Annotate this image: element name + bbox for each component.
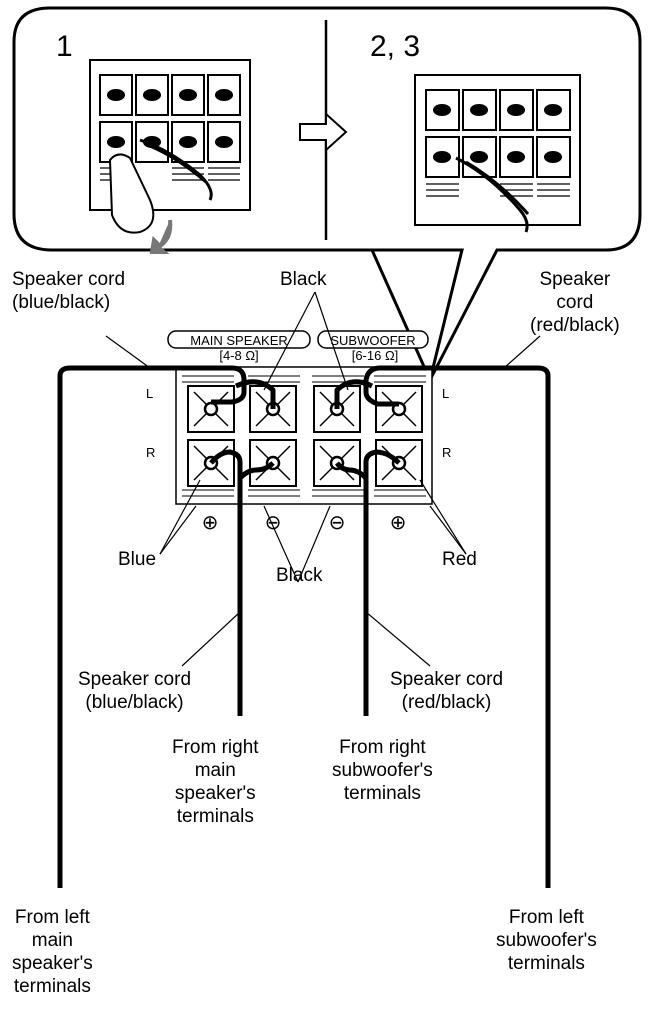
label-cord-red-black-bottom: Speaker cord (red/black) <box>390 669 504 713</box>
channel-r-left: R <box>146 445 155 460</box>
label-cord-red-black-top: Speaker cord (red/black) <box>530 269 620 336</box>
channel-r-right: R <box>442 445 451 460</box>
terminal-illustration-step23 <box>414 74 581 233</box>
label-black-bottom: Black <box>276 565 323 586</box>
step-23-label: 2, 3 <box>370 30 421 63</box>
polarity-minus-main: ⊖ <box>265 512 282 534</box>
label-from-right-sub: From right subwoofer's terminals <box>332 737 433 804</box>
channel-l-left: L <box>146 386 153 401</box>
cord-right-main <box>209 449 243 716</box>
label-blue: Blue <box>118 549 157 570</box>
main-speaker-label: MAIN SPEAKER <box>190 333 288 348</box>
label-from-right-main: From right main speaker's terminals <box>172 737 259 827</box>
polarity-plus-main: ⊕ <box>202 512 219 534</box>
label-from-left-main: From left main speaker's terminals <box>12 907 93 997</box>
arrow-right-icon <box>299 111 348 153</box>
speaker-cords <box>57 365 551 888</box>
label-cord-blue-black-top: Speaker cord (blue/black) <box>12 269 126 313</box>
label-cord-blue-black-bottom: Speaker cord (blue/black) <box>78 669 192 713</box>
channel-l-right: L <box>442 386 449 401</box>
cord-left-main <box>57 365 247 888</box>
cord-right-sub <box>363 449 401 716</box>
label-red: Red <box>442 549 477 570</box>
polarity-plus-sub: ⊕ <box>390 512 407 534</box>
leader-lines <box>105 291 541 667</box>
main-speaker-label-frame <box>167 330 311 349</box>
press-down-arrow-icon <box>149 219 173 254</box>
terminal-panel <box>175 366 433 505</box>
subwoofer-label: SUBWOOFER <box>330 333 415 348</box>
callout-pointer-left <box>370 249 432 381</box>
polarity-minus-sub: ⊖ <box>329 512 346 534</box>
sub-impedance-label: [6-16 Ω] <box>352 348 399 363</box>
main-impedance-label: [4-8 Ω] <box>219 348 258 363</box>
subwoofer-label-frame <box>317 330 429 349</box>
finger-press-icon <box>108 153 155 234</box>
cord-left-sub <box>363 365 551 888</box>
label-black-top: Black <box>280 269 327 290</box>
terminal-illustration-step1 <box>89 59 251 211</box>
label-from-left-sub: From left subwoofer's terminals <box>496 907 597 974</box>
step-1-label: 1 <box>56 30 73 63</box>
